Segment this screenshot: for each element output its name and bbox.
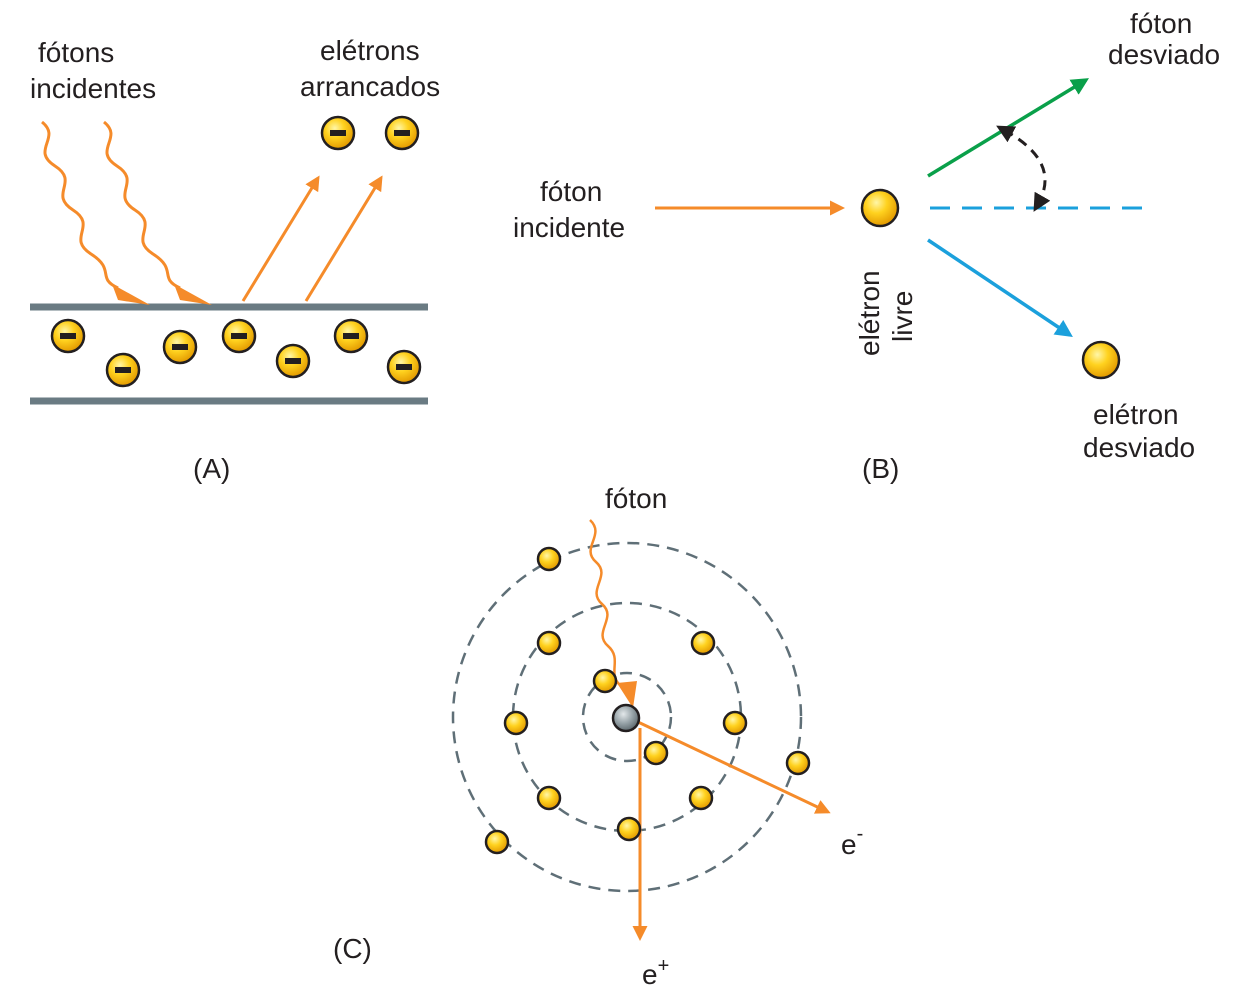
scattered-photon-arrow: [927, 78, 1089, 178]
ejected-electron-arrow-1: [241, 175, 320, 302]
orbital-electron: [643, 740, 669, 766]
ejected-electron: [320, 115, 356, 151]
ejected-electron: [384, 115, 420, 151]
free-electron-label-line2: livre: [887, 291, 918, 342]
bound-electron: [275, 343, 311, 379]
scattered-photon-label-line2: desviado: [1108, 39, 1220, 70]
scattered-electron-label-line1: elétron: [1093, 399, 1179, 430]
panel-a-photoelectric: fótons incidentes elétrons arrancados: [30, 35, 440, 484]
incident-photon-wave-2: [102, 120, 181, 290]
nucleus: [611, 703, 641, 733]
orbital-electron: [503, 710, 529, 736]
orbital-electron: [722, 710, 748, 736]
panel-a-ejected-label-line1: elétrons: [320, 35, 420, 66]
scattered-electron-label-line2: desviado: [1083, 432, 1195, 463]
panel-a-label: (A): [193, 453, 230, 484]
orbital-electron: [785, 750, 811, 776]
orbital-electron: [536, 785, 562, 811]
panel-c-label: (C): [333, 933, 372, 964]
panel-a-incident-label-line1: fótons: [38, 37, 114, 68]
electron-product-arrow: [637, 720, 831, 814]
panel-b-compton: fóton incidente elétron livre fóton desv…: [513, 8, 1220, 484]
panel-b-incident-label-line1: fóton: [540, 176, 602, 207]
scattered-photon-label-line1: fóton: [1130, 8, 1192, 39]
electron-product-label: e-: [841, 823, 863, 860]
orbital-electron: [592, 668, 618, 694]
orbital-electron: [536, 630, 562, 656]
bound-electron: [221, 318, 257, 354]
free-electron-label-line1: elétron: [854, 270, 885, 356]
panel-a-ejected-label-line2: arrancados: [300, 71, 440, 102]
orbital-electron: [690, 630, 716, 656]
incident-photon-wave: [589, 519, 625, 690]
orbital-electron: [484, 829, 510, 855]
incident-photon-arrowhead: [617, 681, 637, 708]
bound-electron: [50, 318, 86, 354]
orbital-electron: [616, 816, 642, 842]
bound-electron: [105, 352, 141, 388]
bound-electron: [333, 318, 369, 354]
panel-b-incident-label-line2: incidente: [513, 212, 625, 243]
incident-photon-arrowhead-2: [174, 284, 212, 305]
positron-product-label: e+: [642, 955, 669, 990]
incident-photon-arrowhead-1: [112, 284, 150, 305]
orbital-electron: [688, 785, 714, 811]
orbital-electron: [536, 546, 562, 572]
scattering-angle-arc: [996, 125, 1051, 212]
scattered-electron-arrow: [927, 238, 1073, 337]
scattered-electron: [1081, 340, 1121, 380]
bound-electron: [162, 329, 198, 365]
panel-c-photon-label: fóton: [605, 483, 667, 514]
orbit-shell-1: [581, 671, 673, 763]
ejected-electron-arrow-2: [304, 175, 383, 302]
free-electron: [860, 188, 900, 228]
panel-a-incident-label-line2: incidentes: [30, 73, 156, 104]
panel-b-label: (B): [862, 453, 899, 484]
incident-photon-wave-1: [40, 120, 119, 290]
panel-c-pair-production: fóton e- e+ (C): [333, 483, 863, 990]
bound-electron: [386, 349, 422, 385]
orbit-shell-3: [451, 541, 803, 893]
